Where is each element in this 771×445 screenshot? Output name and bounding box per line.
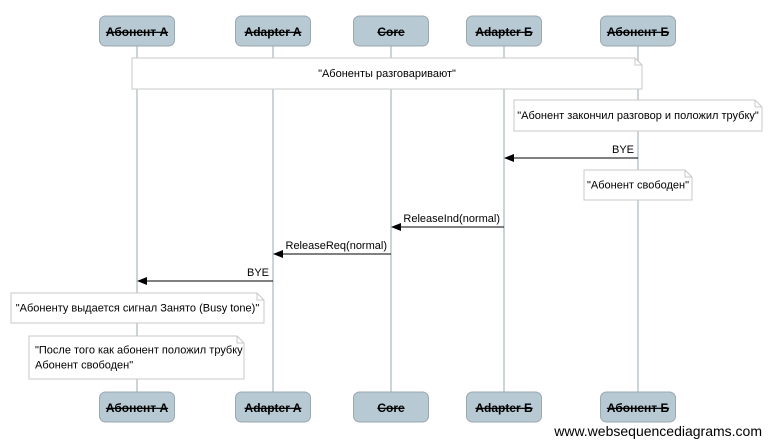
note-corner-fold [684,170,692,178]
message-1: BYE [504,144,638,162]
note-box [513,99,763,132]
note-text-line: "Абонент закончил разговор и положил тру… [517,110,759,122]
actor-adapter-a-top: Adapter A [235,15,311,47]
note-text-line: "После того как абонент положил трубку [35,345,243,357]
message-3: ReleaseReq(normal) [273,240,391,258]
actor-adapter-b-top: Adapter Б [466,15,542,47]
actor-label: Adapter A [245,25,302,39]
actor-label: Core [377,25,405,39]
actor-box [353,15,429,47]
note-corner-fold [236,336,244,344]
note-busy-tone: "Абоненту выдается сигнал Занято (Busy t… [10,292,265,324]
actor-core-bottom: Core [353,391,429,423]
actor-label: Adapter Б [475,401,533,415]
note-corner-fold [754,100,762,108]
actor-box [235,391,311,423]
note-box [28,335,245,380]
actor-adapter-b-bottom: Adapter Б [466,391,542,423]
actor-box [99,391,175,423]
note-text-line: "Абоненты разговаривают" [318,68,456,80]
message-4: BYE [137,267,273,285]
note-talking: "Абоненты разговаривают" [131,57,643,90]
actor-box [353,391,429,423]
actor-box [600,15,676,47]
actor-label: Абонент А [106,25,169,39]
message-label: BYE [247,267,269,279]
actor-abonent-b-bottom: Абонент Б [600,391,676,423]
note-box [131,57,643,90]
actor-box [99,15,175,47]
note-text-line: "Абонент свободен" [587,180,689,192]
message-label: ReleaseInd(normal) [403,213,500,225]
watermark-text: www.websequencediagrams.com [553,423,762,439]
actor-abonent-a-top: Абонент А [99,15,175,47]
actor-label: Абонент Б [607,25,670,39]
note-box [10,292,265,324]
actor-label: Core [377,401,405,415]
note-b-free: "Абонент свободен" [583,169,693,201]
note-corner-fold [256,293,264,301]
message-2: ReleaseInd(normal) [391,213,504,231]
actor-box [600,391,676,423]
actor-label: Adapter Б [475,25,533,39]
actor-abonent-b-top: Абонент Б [600,15,676,47]
message-label: ReleaseReq(normal) [286,240,388,252]
actor-core-top: Core [353,15,429,47]
note-text-line: Абонент свободен" [35,360,133,372]
note-text-line: "Абоненту выдается сигнал Занято (Busy t… [16,303,260,315]
actor-label: Абонент А [106,401,169,415]
note-hangup: "Абонент закончил разговор и положил тру… [513,99,763,132]
actor-label: Adapter A [245,401,302,415]
note-box [583,169,693,201]
note-corner-fold [634,58,642,66]
message-label: BYE [612,144,634,156]
actor-box [466,391,542,423]
actor-box [466,15,542,47]
actor-label: Абонент Б [607,401,670,415]
actor-abonent-a-bottom: Абонент А [99,391,175,423]
actor-adapter-a-bottom: Adapter A [235,391,311,423]
actor-box [235,15,311,47]
note-a-free: "После того как абонент положил трубкуАб… [28,335,245,380]
